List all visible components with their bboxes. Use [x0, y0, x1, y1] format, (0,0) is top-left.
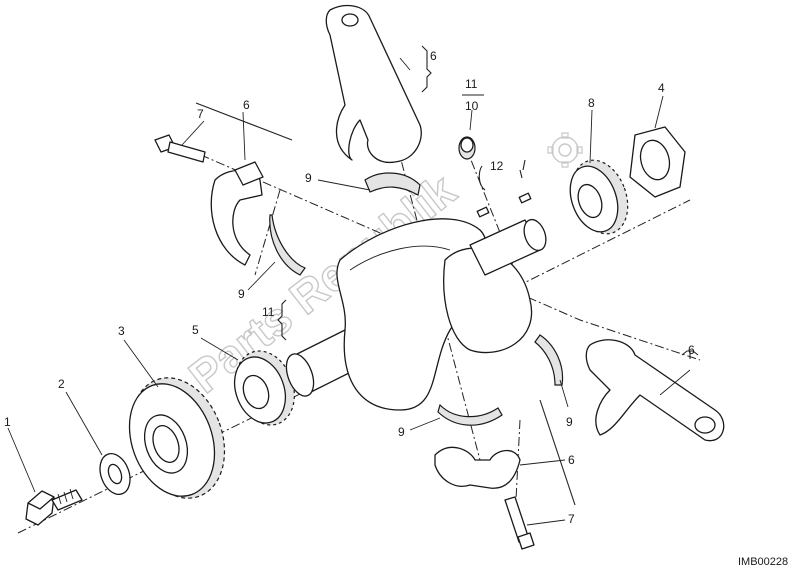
part-12-pins — [476, 192, 532, 218]
callout-7-left: 7 — [197, 107, 204, 121]
callout-9-top: 9 — [305, 171, 312, 185]
part-3-large-gear — [128, 377, 226, 499]
part-10-bushing — [458, 136, 476, 160]
part-8-crank-gear — [569, 159, 629, 235]
callout-2: 2 — [58, 377, 65, 391]
callout-6-top-rod: 6 — [430, 49, 437, 63]
part-9-bearing-shells — [269, 172, 564, 426]
callout-brackets — [195, 45, 699, 506]
part-6-connecting-rod-right — [585, 339, 725, 442]
callout-6-right-rod: 6 — [688, 343, 695, 357]
callout-4: 4 — [658, 81, 665, 95]
watermark-gear-icon — [547, 132, 583, 168]
callout-6-bottom-cap: 6 — [568, 453, 575, 467]
callout-5: 5 — [192, 323, 199, 337]
callout-9-bottom: 9 — [398, 425, 405, 439]
callout-9-right: 9 — [566, 415, 573, 429]
leader-lines — [7, 57, 691, 526]
callout-9-left: 9 — [238, 287, 245, 301]
part-6-connecting-rod-top — [325, 4, 422, 163]
part-6-rod-cap-bottom — [434, 446, 521, 489]
part-4-nut — [629, 126, 686, 198]
callout-8: 8 — [588, 96, 595, 110]
part-7-bolt-bottom — [504, 496, 535, 550]
part-2-washer — [99, 453, 131, 495]
part-1-bolt — [25, 488, 83, 526]
crankshaft — [285, 218, 547, 411]
part-7-bolt-left — [154, 134, 206, 163]
callout-6-left-cap: 6 — [243, 98, 250, 112]
part-6-rod-cap-left — [210, 161, 264, 266]
drawing-code: IMB00228 — [738, 556, 788, 568]
callout-1: 1 — [4, 415, 11, 429]
part-5-small-gear — [233, 350, 295, 426]
callout-3: 3 — [118, 324, 125, 338]
callout-11-top: 11 — [465, 77, 478, 91]
callout-12: 12 — [490, 159, 504, 173]
callout-7-bottom: 7 — [568, 512, 575, 526]
callout-10: 10 — [465, 99, 479, 113]
callout-labels: 1 2 3 4 5 6 6 6 6 7 7 8 9 9 9 9 10 11 11… — [4, 49, 695, 526]
callout-11-left: 11 — [262, 305, 275, 319]
